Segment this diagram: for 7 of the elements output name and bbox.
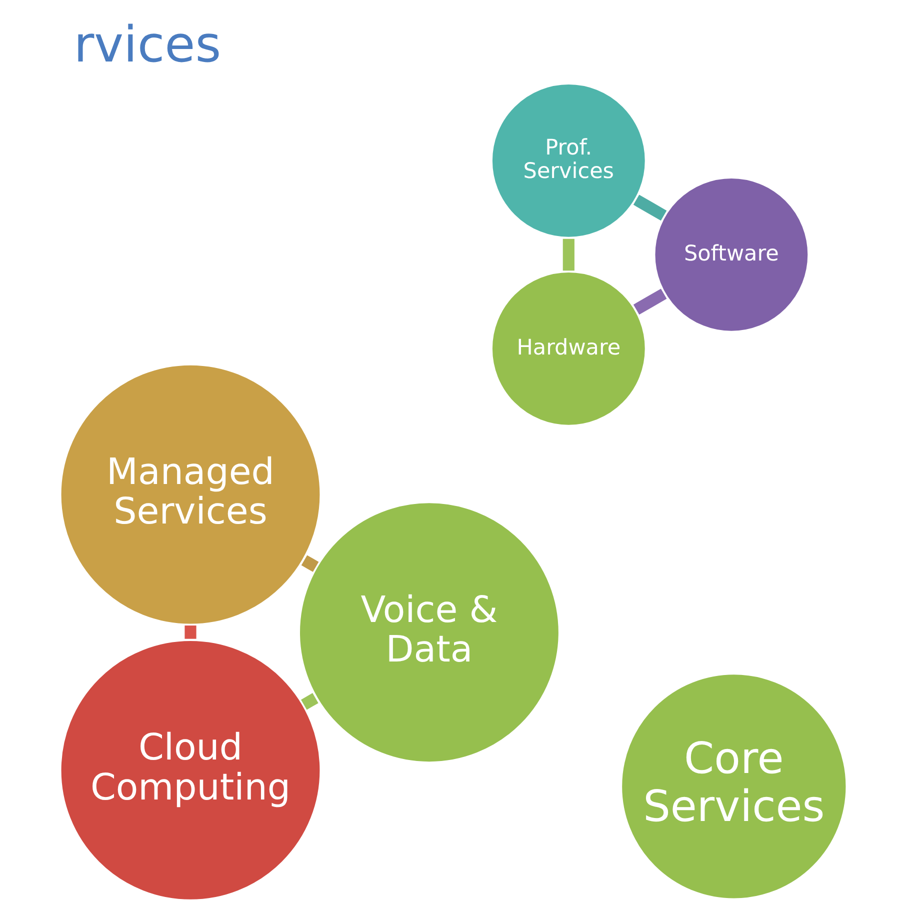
connector	[562, 238, 574, 271]
diagram-title: rvices	[73, 15, 221, 74]
connector	[632, 288, 666, 315]
connector	[632, 194, 666, 221]
connector	[184, 626, 196, 639]
connector	[300, 555, 318, 572]
connector	[300, 693, 318, 710]
